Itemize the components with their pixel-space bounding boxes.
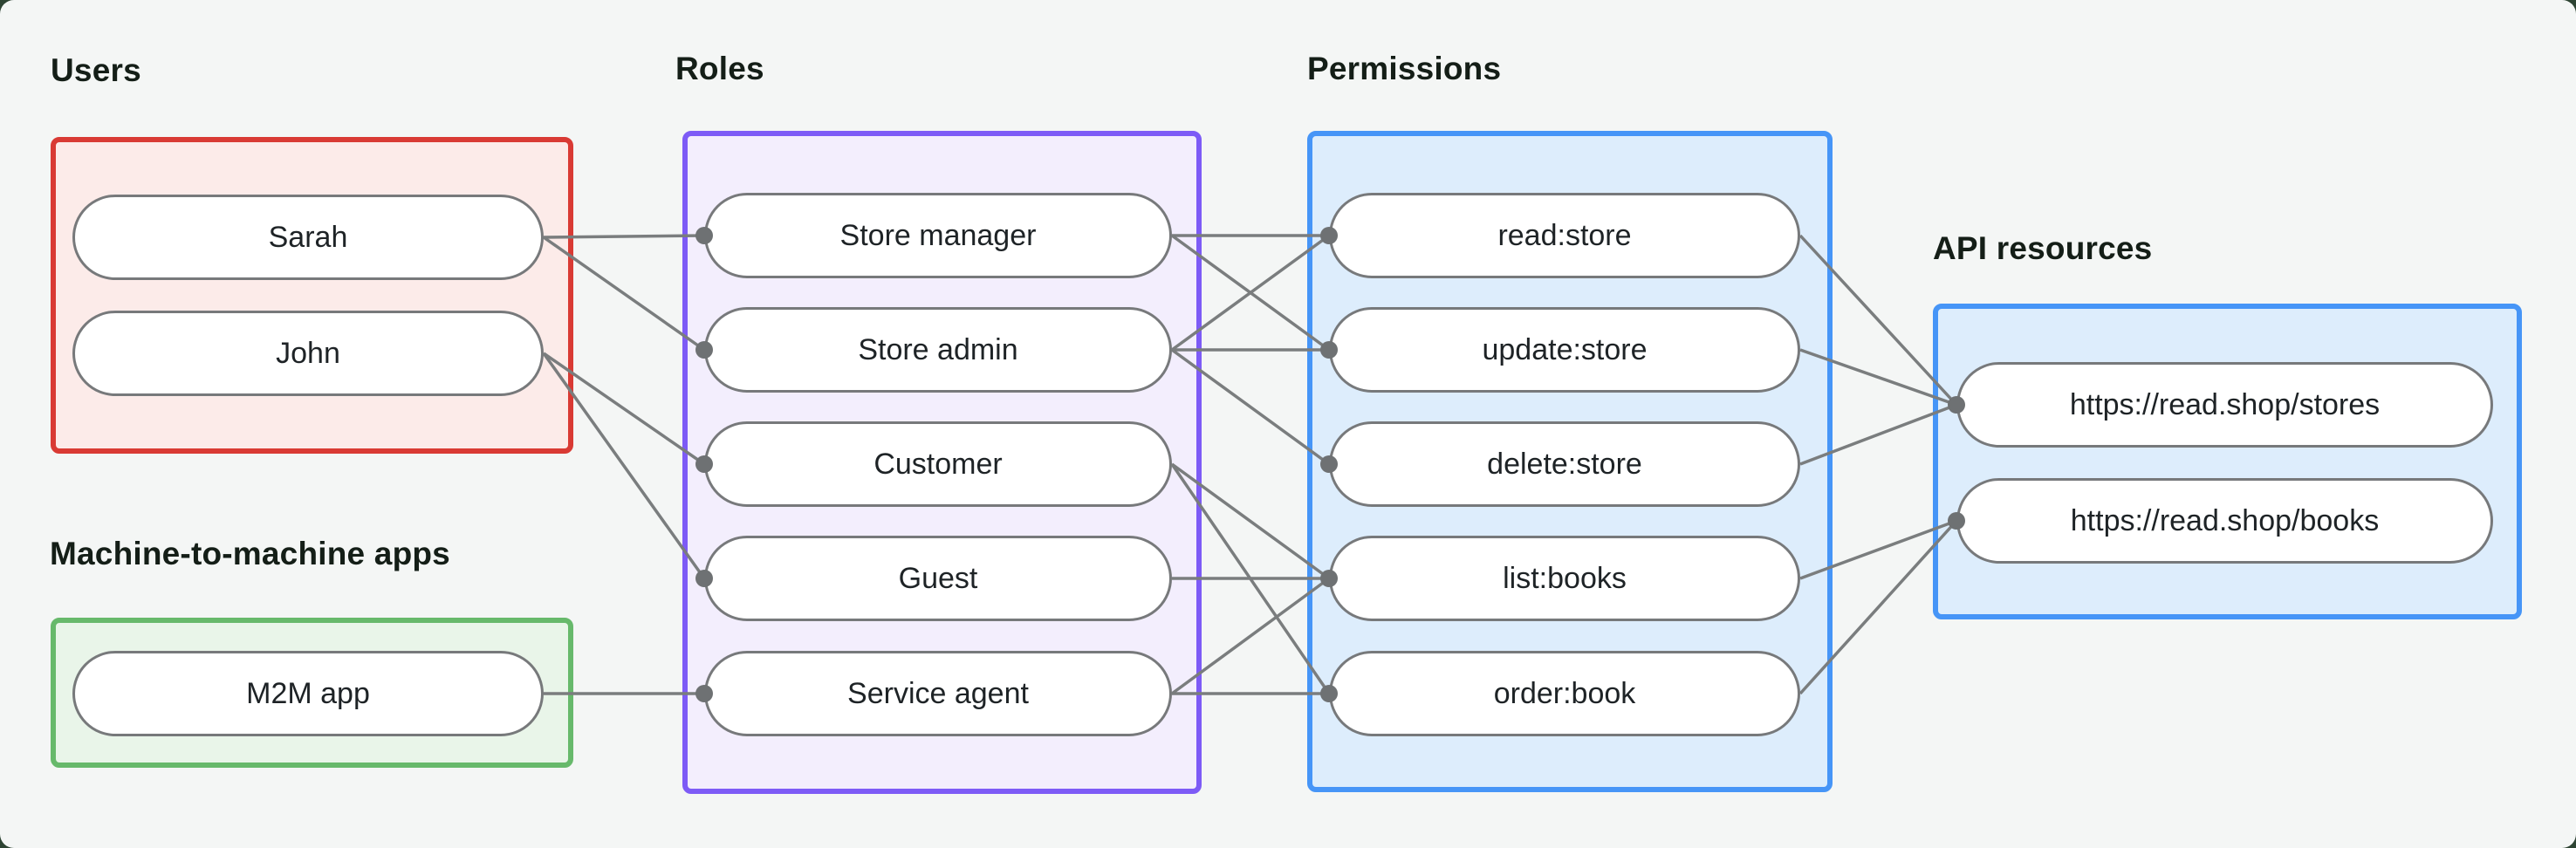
node-permission-delete-store: delete:store <box>1329 421 1800 507</box>
api-resources-group-label: API resources <box>1933 230 2153 266</box>
node-label: Store admin <box>858 332 1018 366</box>
permissions-group-label: Permissions <box>1307 51 1502 86</box>
node-role-guest: Guest <box>704 536 1172 621</box>
node-label: Guest <box>898 561 978 595</box>
node-permission-read-store: read:store <box>1329 193 1800 278</box>
roles-group-label: Roles <box>675 51 764 86</box>
users-group-label: Users <box>51 52 141 88</box>
users-group-box <box>51 137 573 454</box>
node-permission-update-store: update:store <box>1329 307 1800 393</box>
node-role-customer: Customer <box>704 421 1172 507</box>
node-label: update:store <box>1482 332 1648 366</box>
node-label: John <box>276 336 340 370</box>
node-api-resource-stores: https://read.shop/stores <box>1956 362 2493 448</box>
node-m2m-app: M2M app <box>72 651 544 736</box>
node-label: Customer <box>874 447 1003 481</box>
node-label: order:book <box>1493 676 1636 710</box>
node-role-store-manager: Store manager <box>704 193 1172 278</box>
node-api-resource-books: https://read.shop/books <box>1956 478 2493 564</box>
node-label: https://read.shop/books <box>2070 503 2380 537</box>
api-resources-group-box <box>1933 304 2522 619</box>
m2m-group-label: Machine-to-machine apps <box>50 536 450 571</box>
node-label: https://read.shop/stores <box>2069 387 2381 421</box>
node-user-john: John <box>72 311 544 396</box>
node-label: Service agent <box>847 676 1029 710</box>
node-permission-order-book: order:book <box>1329 651 1800 736</box>
node-role-store-admin: Store admin <box>704 307 1172 393</box>
node-label: list:books <box>1503 561 1627 595</box>
node-permission-list-books: list:books <box>1329 536 1800 621</box>
node-role-service-agent: Service agent <box>704 651 1172 736</box>
node-label: Store manager <box>839 218 1037 252</box>
node-user-sarah: Sarah <box>72 195 544 280</box>
node-label: read:store <box>1497 218 1632 252</box>
node-label: delete:store <box>1487 447 1642 481</box>
node-label: M2M app <box>246 676 370 710</box>
node-label: Sarah <box>268 220 348 254</box>
